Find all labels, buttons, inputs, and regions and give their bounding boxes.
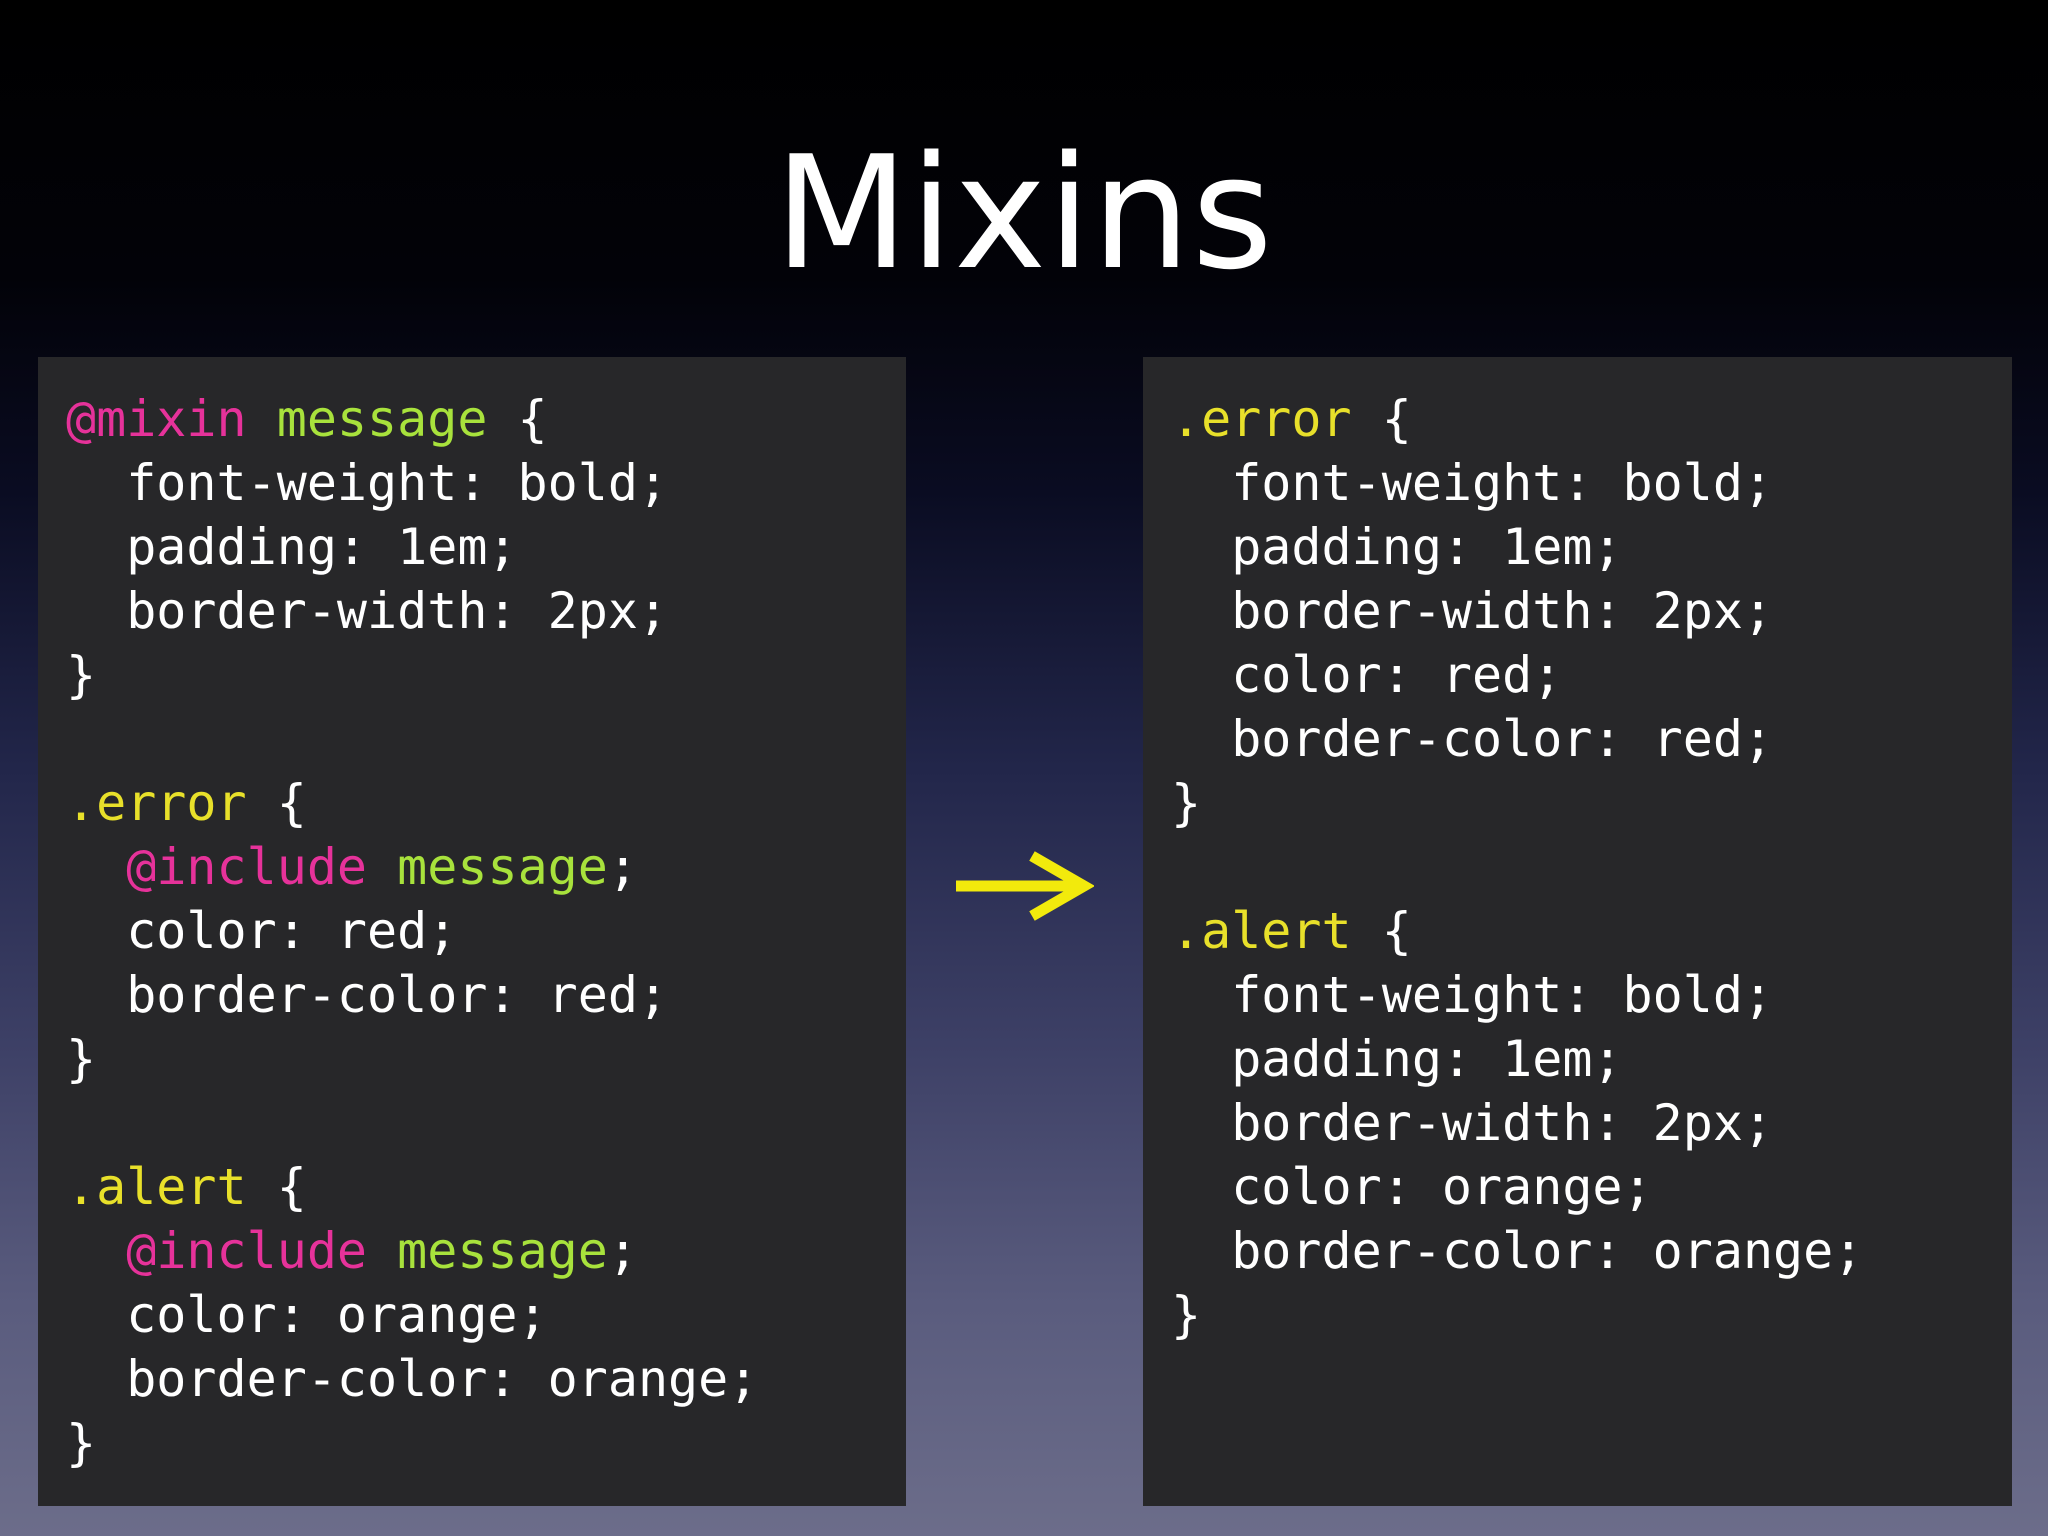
code-line: border-width: 2px;	[66, 579, 758, 643]
code-token	[247, 390, 277, 448]
code-line: padding: 1em;	[1171, 1027, 1863, 1091]
code-token: {	[246, 774, 307, 832]
code-token: border-width: 2px;	[66, 582, 669, 640]
code-token: font-weight: bold;	[66, 454, 669, 512]
code-token: message	[397, 838, 608, 896]
code-token: padding: 1em;	[66, 518, 518, 576]
code-line: .error {	[66, 771, 758, 835]
code-token: border-width: 2px;	[1171, 582, 1774, 640]
code-line: @include message;	[66, 1219, 758, 1283]
css-output-code: .error { font-weight: bold; padding: 1em…	[1171, 387, 1863, 1347]
scss-source-panel: @mixin message { font-weight: bold; padd…	[38, 357, 906, 1506]
code-line: .error {	[1171, 387, 1863, 451]
code-token	[66, 1222, 126, 1280]
code-line: }	[66, 643, 758, 707]
code-line: color: orange;	[66, 1283, 758, 1347]
code-line: padding: 1em;	[1171, 515, 1863, 579]
code-line: font-weight: bold;	[66, 451, 758, 515]
code-line: font-weight: bold;	[1171, 963, 1863, 1027]
code-line: }	[66, 1027, 758, 1091]
scss-source-code: @mixin message { font-weight: bold; padd…	[66, 387, 758, 1475]
code-line: border-width: 2px;	[1171, 579, 1863, 643]
code-line: border-color: red;	[66, 963, 758, 1027]
code-token	[66, 838, 126, 896]
code-line: @mixin message {	[66, 387, 758, 451]
code-token: border-width: 2px;	[1171, 1094, 1774, 1152]
code-token: color: red;	[66, 902, 458, 960]
code-token: }	[66, 646, 97, 704]
code-token: color: red;	[1171, 646, 1563, 704]
code-token: @include	[126, 838, 368, 896]
code-line: border-color: orange;	[66, 1347, 758, 1411]
code-token: {	[1351, 902, 1412, 960]
code-line: color: orange;	[1171, 1155, 1863, 1219]
code-line: color: red;	[66, 899, 758, 963]
code-line: .alert {	[66, 1155, 758, 1219]
code-line: padding: 1em;	[66, 515, 758, 579]
code-token: border-color: orange;	[1171, 1222, 1864, 1280]
code-token: .alert	[1171, 902, 1352, 960]
code-token: }	[66, 1030, 97, 1088]
css-output-panel: .error { font-weight: bold; padding: 1em…	[1143, 357, 2012, 1506]
code-token: {	[487, 390, 548, 448]
code-line	[1171, 835, 1863, 899]
code-line: border-width: 2px;	[1171, 1091, 1863, 1155]
arrow-right-icon	[956, 851, 1094, 921]
code-token: message	[276, 390, 488, 448]
code-token: font-weight: bold;	[1171, 454, 1774, 512]
code-line: }	[1171, 771, 1863, 835]
code-token: font-weight: bold;	[1171, 966, 1774, 1024]
code-token: @mixin	[66, 390, 247, 448]
code-token: {	[1351, 390, 1412, 448]
code-line: .alert {	[1171, 899, 1863, 963]
code-token	[367, 838, 397, 896]
code-token: ;	[607, 1222, 638, 1280]
code-line: }	[66, 1411, 758, 1475]
code-token: border-color: red;	[66, 966, 669, 1024]
code-token: border-color: orange;	[66, 1350, 759, 1408]
code-line: font-weight: bold;	[1171, 451, 1863, 515]
code-line	[66, 707, 758, 771]
code-line: border-color: red;	[1171, 707, 1863, 771]
code-token: }	[1171, 774, 1202, 832]
code-token: }	[66, 1414, 97, 1472]
code-token: padding: 1em;	[1171, 1030, 1623, 1088]
code-token: .alert	[66, 1158, 247, 1216]
code-line: @include message;	[66, 835, 758, 899]
code-token	[367, 1222, 397, 1280]
code-token: color: orange;	[1171, 1158, 1653, 1216]
code-line: border-color: orange;	[1171, 1219, 1863, 1283]
code-line: }	[1171, 1283, 1863, 1347]
code-token: message	[397, 1222, 608, 1280]
code-token: }	[1171, 1286, 1202, 1344]
code-token: border-color: red;	[1171, 710, 1774, 768]
code-token: .error	[66, 774, 247, 832]
code-line: color: red;	[1171, 643, 1863, 707]
code-line	[66, 1091, 758, 1155]
code-token: color: orange;	[66, 1286, 548, 1344]
code-token: {	[246, 1158, 307, 1216]
code-token: ;	[607, 838, 638, 896]
code-token: .error	[1171, 390, 1352, 448]
code-token: @include	[126, 1222, 368, 1280]
code-token: padding: 1em;	[1171, 518, 1623, 576]
slide-title: Mixins	[774, 122, 1274, 304]
